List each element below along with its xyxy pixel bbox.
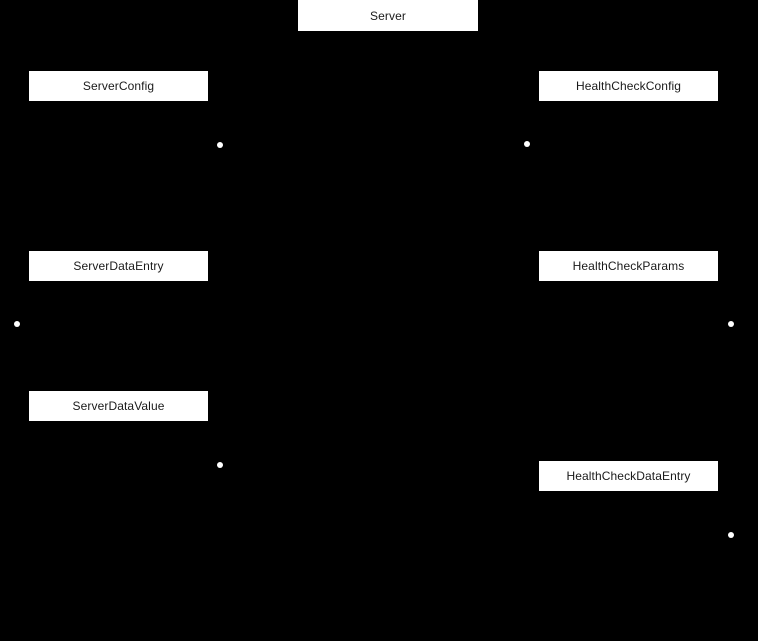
node-server-config[interactable]: ServerConfig <box>29 71 208 101</box>
node-server-data-value-label: ServerDataValue <box>72 399 165 413</box>
node-server-data-value[interactable]: ServerDataValue <box>29 391 208 421</box>
node-health-check-config-label: HealthCheckConfig <box>575 79 682 93</box>
node-health-check-config[interactable]: HealthCheckConfig <box>539 71 718 101</box>
relationship-marker-server-config <box>217 142 223 148</box>
relationship-marker-server-data-value <box>217 462 223 468</box>
node-server-data-entry-label: ServerDataEntry <box>73 259 164 273</box>
node-health-check-data-entry-label: HealthCheckDataEntry <box>566 469 691 483</box>
node-health-check-data-entry[interactable]: HealthCheckDataEntry <box>539 461 718 491</box>
relationship-marker-health-check-data-entry <box>728 532 734 538</box>
node-health-check-params[interactable]: HealthCheckParams <box>539 251 718 281</box>
node-health-check-params-label: HealthCheckParams <box>572 259 685 273</box>
node-server[interactable]: Server <box>298 0 478 31</box>
relationship-marker-server-data-entry <box>14 321 20 327</box>
node-server-config-label: ServerConfig <box>82 79 155 93</box>
relationship-marker-health-check-params <box>728 321 734 327</box>
node-server-data-entry[interactable]: ServerDataEntry <box>29 251 208 281</box>
relationship-marker-health-check-config <box>524 141 530 147</box>
node-server-label: Server <box>370 8 406 23</box>
